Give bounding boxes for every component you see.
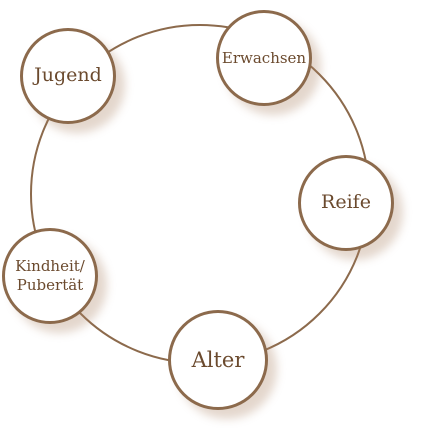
stage-node-kindheit: Kindheit/ Pubertät bbox=[2, 228, 98, 324]
stage-label-jugend: Jugend bbox=[34, 64, 102, 87]
stage-node-erwachsen: Erwachsen bbox=[216, 10, 312, 106]
stage-node-jugend: Jugend bbox=[20, 28, 116, 124]
stage-node-alter: Alter bbox=[168, 310, 268, 410]
stage-label-kindheit-line2: Pubertät bbox=[16, 276, 84, 294]
stage-label-reife: Reife bbox=[321, 191, 371, 214]
stage-label-alter: Alter bbox=[191, 347, 245, 372]
stage-node-reife: Reife bbox=[298, 155, 394, 251]
stage-label-kindheit: Kindheit/ Pubertät bbox=[15, 257, 85, 295]
stage-label-kindheit-line1: Kindheit/ bbox=[15, 257, 85, 276]
stage-label-erwachsen: Erwachsen bbox=[221, 48, 307, 67]
